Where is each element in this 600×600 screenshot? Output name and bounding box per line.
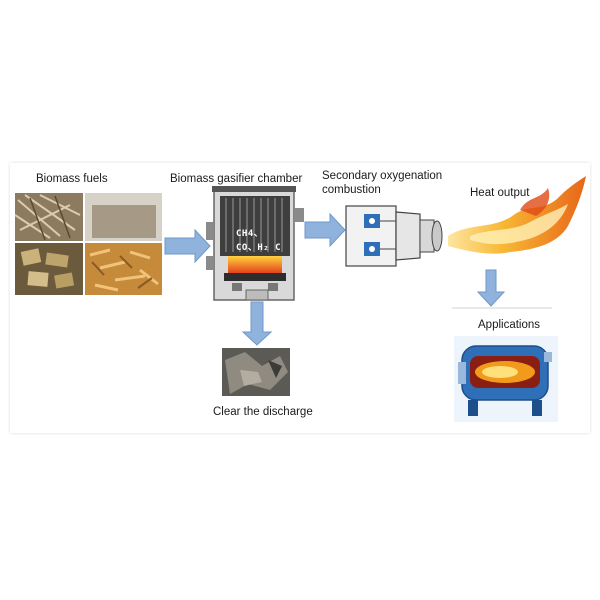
- biomass-fuels-image: [14, 193, 162, 295]
- discharge-ash-image: [222, 348, 290, 396]
- heat-output-label: Heat output: [470, 187, 530, 199]
- secondary-combustion-label-line2: combustion: [322, 184, 381, 196]
- heat-output-flame-image: [448, 176, 586, 254]
- clear-discharge-label: Clear the discharge: [213, 406, 313, 418]
- gas-composition-line1: CH4、: [236, 229, 264, 239]
- gas-composition-line2: CO、H₂ C: [236, 243, 282, 253]
- arrow-gasifier-to-discharge: [241, 301, 273, 346]
- arrow-fuels-to-gasifier: [164, 228, 211, 264]
- boiler-application-image: [454, 336, 558, 422]
- gasifier-chamber-image: [206, 186, 304, 301]
- arrow-heat-to-applications: [476, 269, 506, 307]
- biomass-fuels-label: Biomass fuels: [36, 173, 108, 185]
- arrow-gasifier-to-combustion: [304, 212, 346, 248]
- gasifier-chamber-label: Biomass gasifier chamber: [170, 173, 303, 185]
- applications-label: Applications: [478, 319, 541, 331]
- secondary-combustion-label-line1: Secondary oxygenation: [322, 170, 443, 182]
- secondary-combustion-burner-image: [345, 205, 443, 267]
